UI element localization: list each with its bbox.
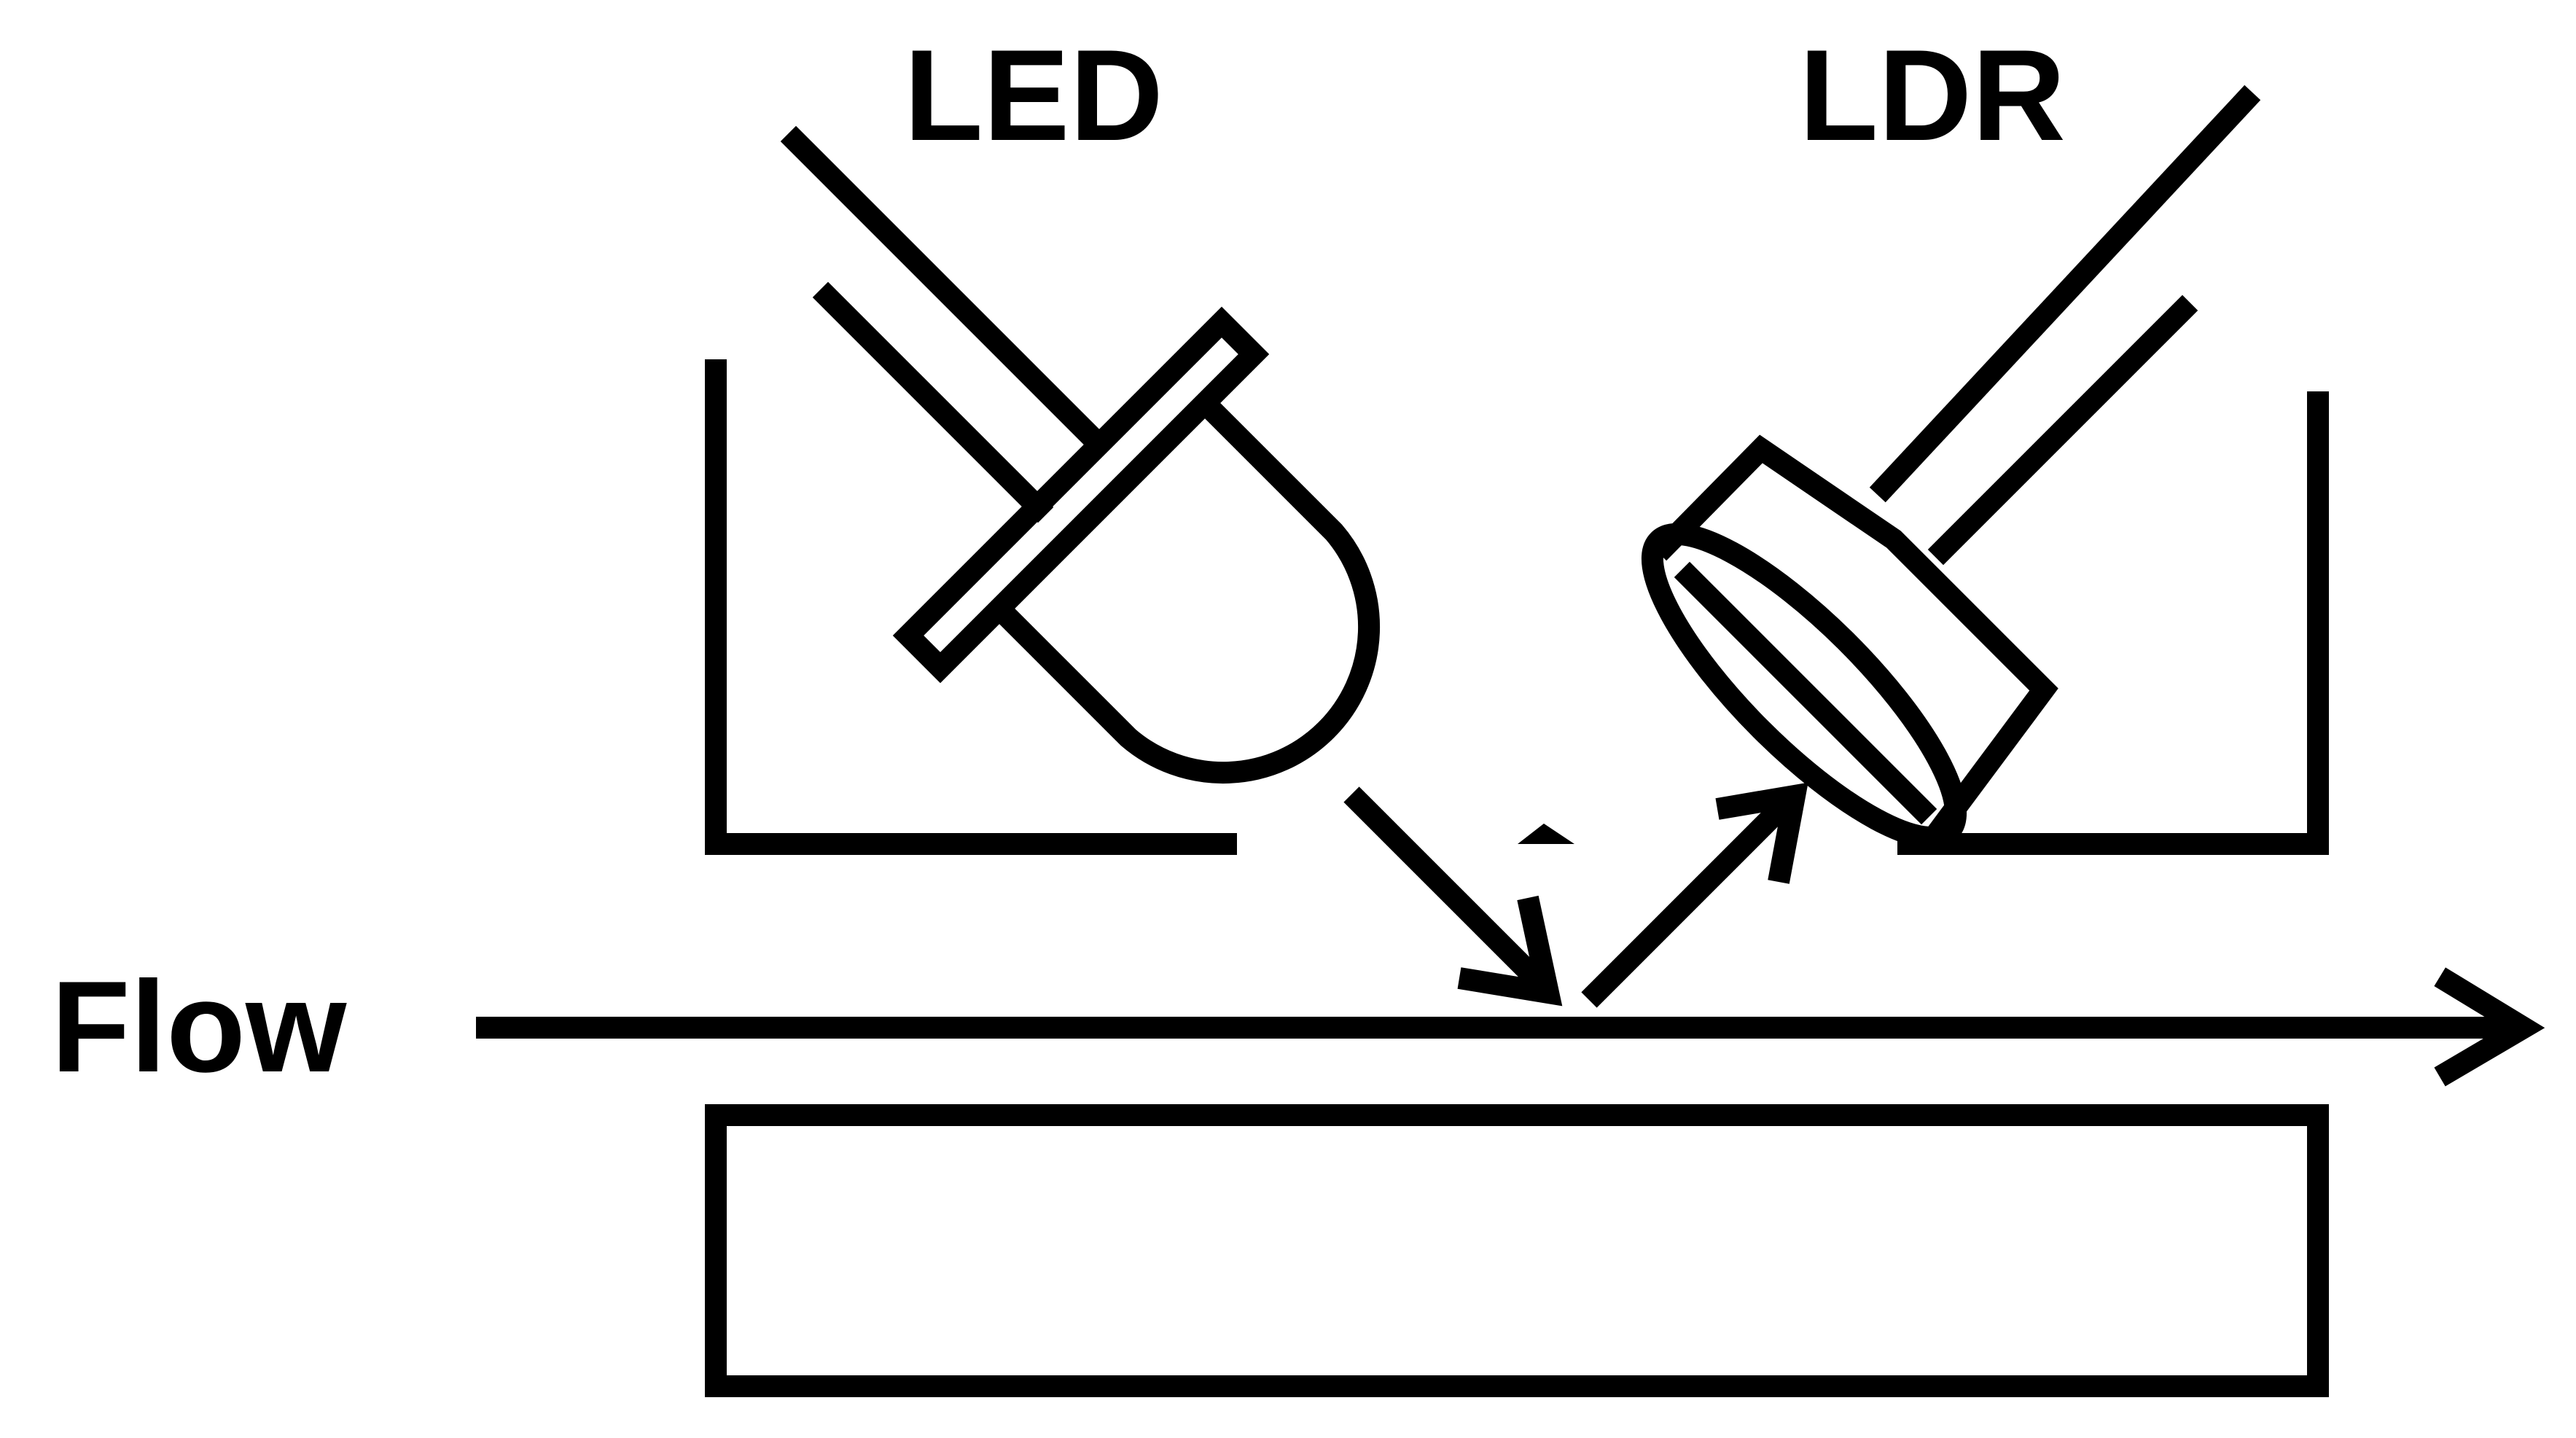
reflected-ray [1581, 782, 1808, 1008]
sensor-housing [705, 359, 2329, 855]
incident-ray [1343, 786, 1563, 1007]
reflected-ray-line [1581, 797, 1792, 1008]
housing-notch [1518, 824, 1574, 844]
led-label: LED [904, 23, 1163, 168]
flow-label: Flow [51, 954, 347, 1099]
channel-base [705, 1104, 2329, 1397]
incident-ray-line [1343, 786, 1556, 999]
ldr-lead-short [1927, 294, 2198, 566]
led-lead-short [812, 281, 1054, 523]
reflected-ray-arrowhead [1715, 782, 1808, 884]
housing-left-wall [705, 359, 1237, 855]
led-flange [892, 306, 1270, 684]
flow-arrow-head [2434, 967, 2545, 1087]
housing-right-wall [1897, 391, 2329, 855]
ldr-lead-long [1869, 85, 2261, 503]
ldr-label: LDR [1799, 23, 2066, 168]
led-leads [780, 125, 1114, 523]
ldr-casing [1650, 434, 2058, 842]
ldr-leads [1869, 85, 2261, 566]
ldr-body [1641, 434, 2058, 849]
led-lead-long [780, 125, 1114, 459]
incident-ray-arrowhead [1457, 895, 1563, 1007]
ldr-face-rim [1674, 561, 1937, 825]
led-body [990, 392, 1381, 784]
flow-arrow [476, 967, 2545, 1087]
ldr-face [1641, 523, 1967, 849]
